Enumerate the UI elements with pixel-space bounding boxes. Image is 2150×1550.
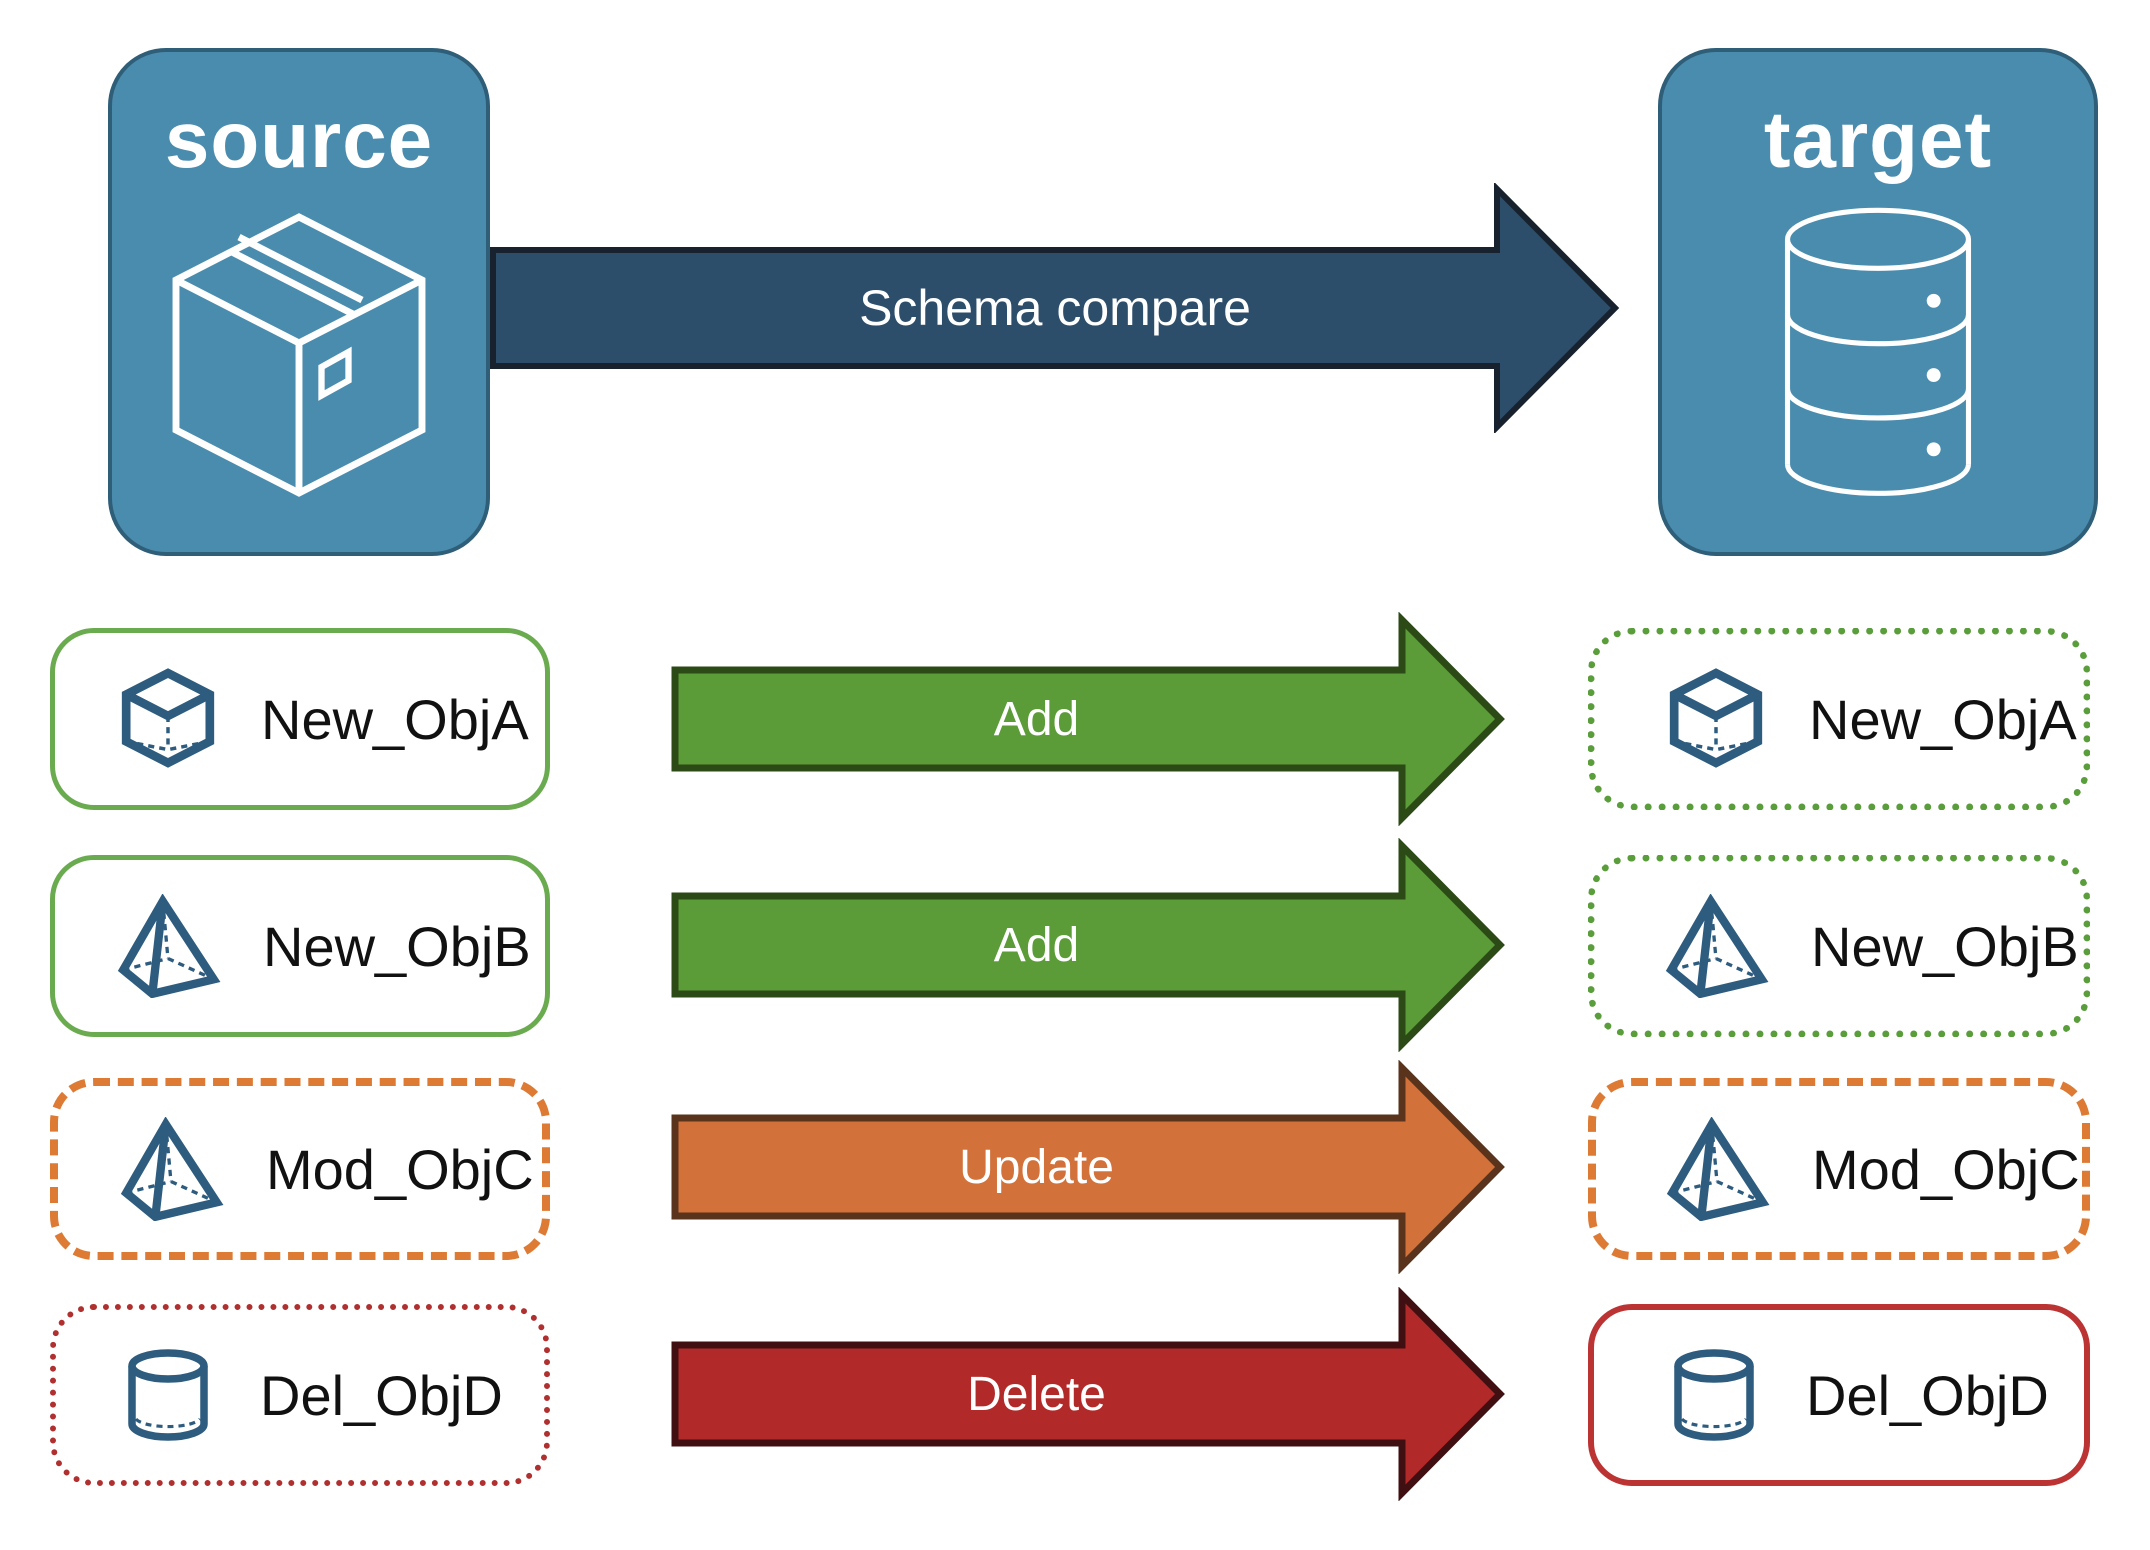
add-arrow-shape	[671, 611, 1505, 827]
schema-compare-arrow: Schema compare	[489, 181, 1621, 435]
target-node-label: target	[1763, 95, 1993, 184]
cylinder-icon	[128, 1349, 208, 1441]
object-name: New_ObjB	[1811, 914, 2079, 978]
object-name: New_ObjA	[1809, 687, 2077, 751]
cylinder-icon	[1674, 1349, 1754, 1441]
pyramid-icon	[120, 1117, 224, 1221]
target-object-new-objb: New_ObjB	[1588, 855, 2090, 1037]
source-object-mod-objc: Mod_ObjC	[50, 1078, 550, 1260]
delete-arrow-shape	[671, 1286, 1505, 1502]
action-label: Delete	[967, 1367, 1106, 1421]
object-name: Mod_ObjC	[266, 1137, 534, 1201]
cube-icon	[121, 668, 215, 768]
action-arrow-add-1: Add	[671, 611, 1505, 827]
object-name: Mod_ObjC	[1812, 1137, 2080, 1201]
target-object-del-objd: Del_ObjD	[1588, 1304, 2090, 1486]
pyramid-icon	[117, 894, 221, 998]
object-name: New_ObjB	[263, 914, 531, 978]
source-object-del-objd: Del_ObjD	[50, 1304, 550, 1486]
object-name: Del_ObjD	[1806, 1363, 2049, 1427]
target-object-mod-objc: Mod_ObjC	[1588, 1078, 2090, 1260]
database-icon	[1784, 207, 1972, 496]
source-object-new-objb: New_ObjB	[50, 855, 550, 1037]
update-arrow-shape	[671, 1059, 1505, 1275]
pyramid-icon	[1666, 1117, 1770, 1221]
pyramid-icon	[1665, 894, 1769, 998]
object-name: New_ObjA	[261, 687, 529, 751]
action-label: Update	[959, 1140, 1114, 1194]
object-name: Del_ObjD	[260, 1363, 503, 1427]
target-object-new-obja: New_ObjA	[1588, 628, 2090, 810]
action-label: Add	[993, 692, 1080, 746]
action-arrow-add-2: Add	[671, 837, 1505, 1053]
schema-compare-label: Schema compare	[859, 280, 1251, 336]
action-arrow-delete: Delete	[671, 1286, 1505, 1502]
action-arrow-update: Update	[671, 1059, 1505, 1275]
source-node-label: source	[164, 95, 434, 184]
package-icon	[172, 213, 426, 497]
source-node: source	[108, 48, 490, 556]
add-arrow-shape	[671, 837, 1505, 1053]
source-object-new-obja: New_ObjA	[50, 628, 550, 810]
schema-compare-arrow-shape	[490, 181, 1620, 435]
cube-icon	[1669, 668, 1763, 768]
action-label: Add	[993, 918, 1080, 972]
target-node: target	[1658, 48, 2098, 556]
